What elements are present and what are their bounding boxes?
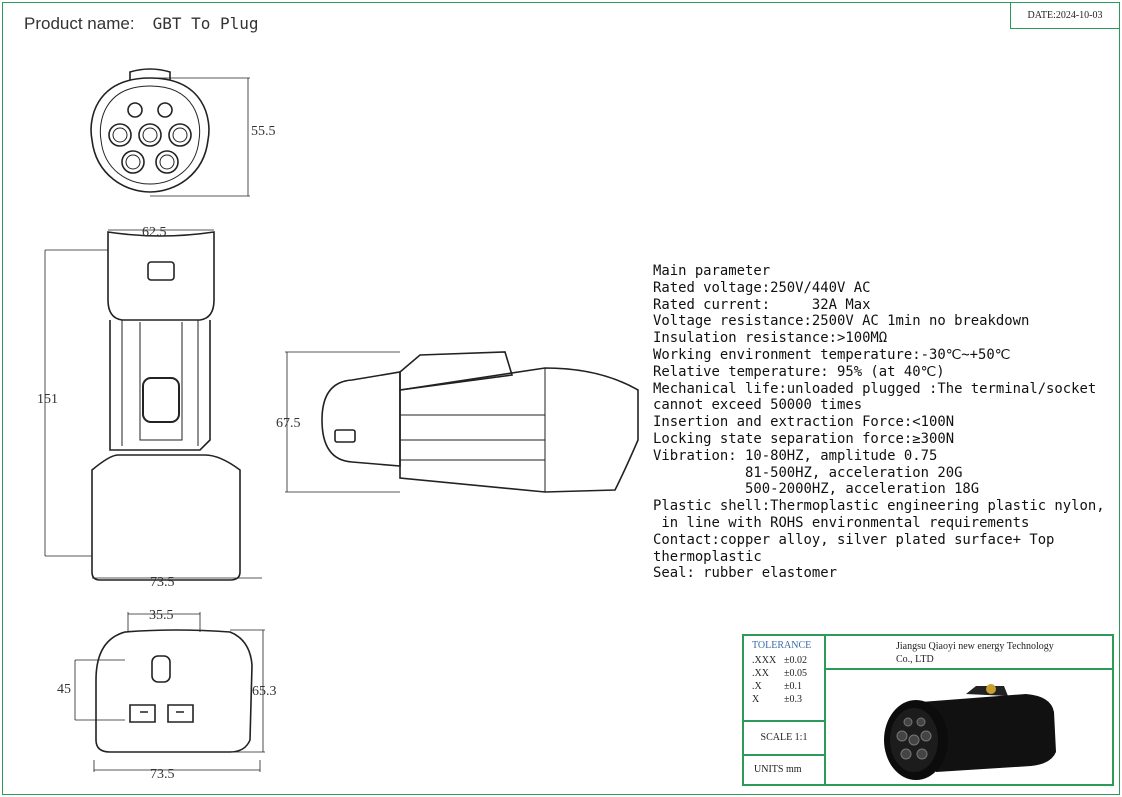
spec-line: Contact:copper alloy, silver plated surf… [653,531,1055,548]
spec-line: in line with ROHS environmental requirem… [653,514,1030,531]
dim-side-height: 151 [37,392,58,407]
tolerance-row: .XXX ±0.02 [752,654,816,667]
product-name: GBT To Plug [152,14,259,33]
dim-side-top-width: 62.5 [142,225,167,240]
title-block-left: TOLERANCE .XXX ±0.02 .XX ±0.05 .X ±0.1 X ±0.… [744,636,826,784]
dim-rear-width: 73.5 [150,767,175,782]
title-block: TOLERANCE .XXX ±0.02 .XX ±0.05 .X ±0.1 X ±0.… [742,634,1114,786]
dim-rear-height: 65.3 [252,684,277,699]
tolerance-row: X ±0.3 [752,693,816,706]
front-view [90,68,250,197]
dim-profile-height: 67.5 [276,416,301,431]
dim-rear-top-width: 35.5 [149,608,174,623]
tolerance-code: X [752,694,760,705]
product-photo-image [884,684,1056,780]
tolerance-label: TOLERANCE [752,640,812,651]
tolerance-code: .XXX [752,655,777,666]
spec-line: 81-500HZ, acceleration 20G [653,464,963,481]
company-name: Jiangsu Qiaoyi new energy Technology Co.… [826,636,1112,670]
tolerance-value: ±0.1 [784,681,802,692]
profile-view [285,351,639,493]
spec-line: thermoplastic [653,548,762,565]
dim-side-bottom-width: 73.5 [150,575,175,590]
spec-line: Main parameter [653,263,771,279]
scale-cell: SCALE 1:1 [744,722,824,756]
spec-line: Rated voltage:250V/440V AC [653,279,871,296]
spec-line: Rated current: 32A Max [653,296,871,313]
tolerance-row: .X ±0.1 [752,680,816,693]
spec-line: Insertion and extraction Force:<100N [653,414,955,431]
tolerance-code: .X [752,681,762,692]
tolerance-value: ±0.05 [784,668,807,679]
product-photo [826,672,1112,784]
tolerance-value: ±0.3 [784,694,802,705]
units-cell: UNITS mm [754,764,802,775]
dim-rear-inner-height: 45 [57,682,71,697]
spec-line: Plastic shell:Thermoplastic engineering … [653,498,1105,515]
rear-view [74,612,265,772]
product-title: Product name: GBT To Plug [24,14,259,34]
tolerance-table: TOLERANCE .XXX ±0.02 .XX ±0.05 .X ±0.1 X ±0.… [744,636,824,722]
spec-line: Voltage resistance:2500V AC 1min no brea… [653,313,1030,330]
product-label: Product name: [24,14,135,33]
date-box: DATE:2024-10-03 [1010,3,1119,29]
spec-line: Vibration: 10-80HZ, amplitude 0.75 [653,447,938,464]
spec-line: Working environment temperature:-30℃~+50… [653,346,1011,363]
company-line-1: Jiangsu Qiaoyi new energy Technology [896,641,1054,652]
dim-front-height: 55.5 [251,124,276,139]
tolerance-code: .XX [752,668,769,679]
spec-line: Locking state separation force:≥300N [653,430,955,447]
spec-line: Seal: rubber elastomer [653,565,837,582]
side-view [44,229,262,581]
spec-line: Relative temperature: 95% (at 40℃) [653,363,945,380]
tolerance-row: .XX ±0.05 [752,667,816,680]
tolerance-value: ±0.02 [784,655,807,666]
spec-line: Insulation resistance:>100MΩ [653,330,888,347]
company-line-2: Co., LTD [896,654,934,665]
spec-line: cannot exceed 50000 times [653,397,863,414]
spec-line: 500-2000HZ, acceleration 18G [653,481,980,498]
spec-line: Mechanical life:unloaded plugged :The te… [653,380,1097,397]
